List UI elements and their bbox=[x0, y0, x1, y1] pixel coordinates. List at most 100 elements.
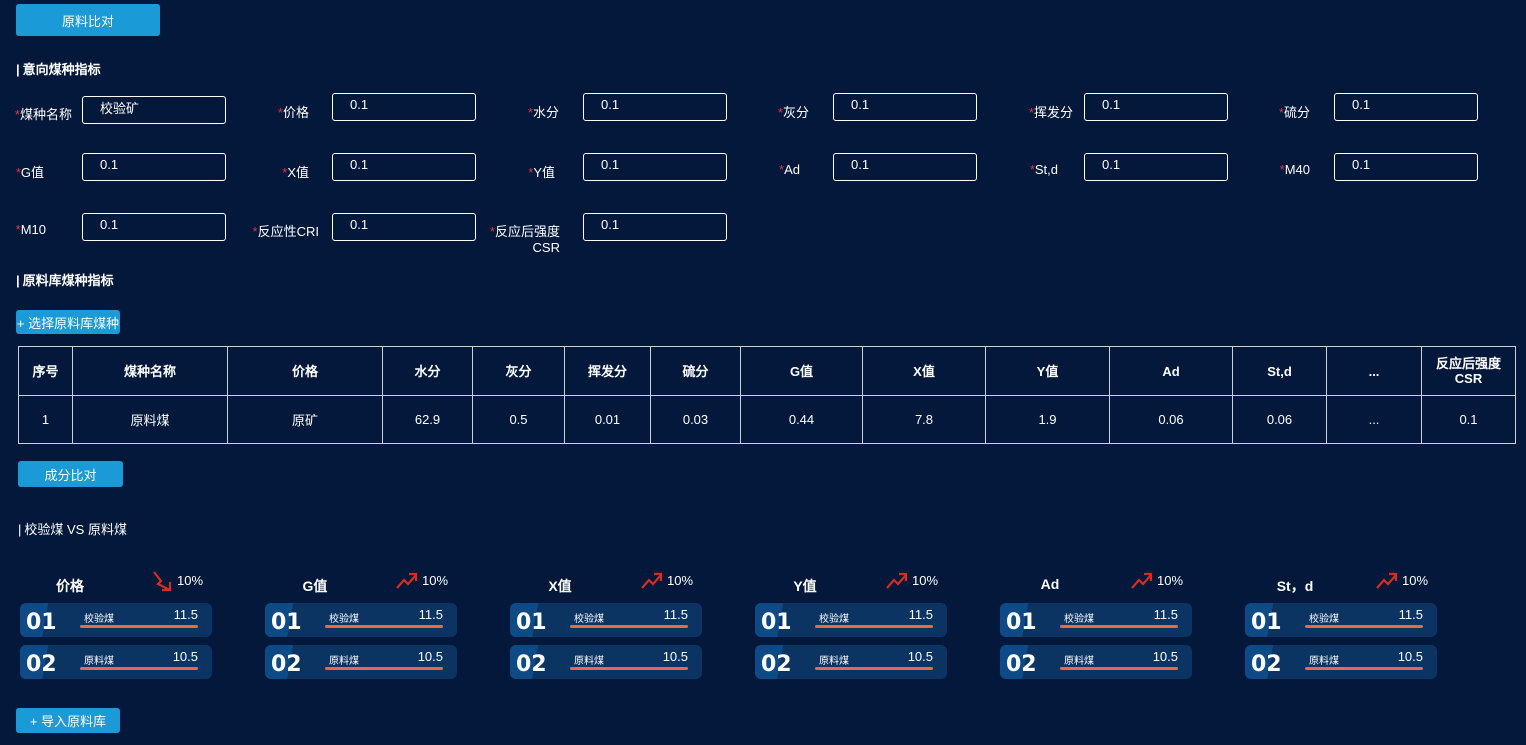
col-header: Ad bbox=[1109, 346, 1233, 396]
trend-up-icon bbox=[396, 572, 418, 589]
rank-number: 01 bbox=[271, 610, 302, 635]
table-cell: 1 bbox=[18, 395, 73, 444]
change-percent: 10% bbox=[912, 573, 939, 588]
rank-number: 02 bbox=[1251, 652, 1282, 677]
coal-name-input[interactable] bbox=[82, 96, 226, 124]
value-bar-fill bbox=[570, 667, 688, 670]
rank-number: 02 bbox=[26, 652, 57, 677]
col-header: X值 bbox=[862, 346, 986, 396]
coal-label: 原料煤 bbox=[1064, 656, 1094, 667]
col-header: 价格 bbox=[227, 346, 383, 396]
coal-label: 原料煤 bbox=[84, 656, 114, 667]
col-header: ... bbox=[1326, 346, 1422, 396]
coal-label: 原料煤 bbox=[1309, 656, 1339, 667]
m40-input[interactable] bbox=[1334, 153, 1478, 181]
y-value-input[interactable] bbox=[583, 153, 727, 181]
col-header: Y值 bbox=[985, 346, 1110, 396]
price-input[interactable] bbox=[332, 93, 476, 121]
col-header: 水分 bbox=[382, 346, 473, 396]
value-bar bbox=[325, 625, 443, 628]
trend-up-icon bbox=[1376, 572, 1398, 589]
value-bar-fill bbox=[325, 667, 443, 670]
value-bar-fill bbox=[1060, 667, 1178, 670]
coal-label: 校验煤 bbox=[819, 614, 849, 625]
coal-value: 10.5 bbox=[907, 649, 933, 664]
comparison-title: X值 bbox=[548, 578, 572, 594]
field-label-price: *价格 bbox=[277, 105, 309, 120]
compare-raw-button[interactable]: 原料比对 bbox=[16, 4, 160, 36]
table-cell: 0.06 bbox=[1232, 395, 1327, 444]
coal-label: 校验煤 bbox=[329, 614, 359, 625]
m10-input[interactable] bbox=[82, 213, 226, 241]
moisture-input[interactable] bbox=[583, 93, 727, 121]
value-bar bbox=[1305, 667, 1423, 670]
table-cell: ... bbox=[1326, 395, 1422, 444]
table-cell: 0.01 bbox=[564, 395, 651, 444]
section-title-versus: 校验煤 VS 原料煤 bbox=[18, 519, 127, 538]
coal-label: 原料煤 bbox=[329, 656, 359, 667]
field-label-cri: *反应性CRI bbox=[252, 224, 319, 239]
coal-value: 10.5 bbox=[1152, 649, 1178, 664]
value-bar-fill bbox=[1305, 667, 1423, 670]
change-percent: 10% bbox=[667, 573, 694, 588]
value-bar-fill bbox=[570, 625, 688, 628]
import-library-button[interactable]: + 导入原料库 bbox=[16, 708, 120, 733]
value-bar-fill bbox=[1305, 625, 1423, 628]
volatile-input[interactable] bbox=[1084, 93, 1228, 121]
table-cell: 7.8 bbox=[862, 395, 986, 444]
g-value-input[interactable] bbox=[82, 153, 226, 181]
value-bar bbox=[325, 667, 443, 670]
x-value-input[interactable] bbox=[332, 153, 476, 181]
coal-label: 原料煤 bbox=[574, 656, 604, 667]
comparison-row: 02 原料煤 10.5 bbox=[1000, 645, 1192, 679]
section-title-intent: 意向煤种指标 bbox=[16, 59, 101, 78]
field-label-coal-name: *煤种名称 bbox=[14, 107, 72, 122]
table-row[interactable]: 1 原料煤 原矿 62.9 0.5 0.01 0.03 0.44 7.8 1.9… bbox=[18, 395, 1516, 444]
rank-tab bbox=[1245, 645, 1279, 679]
trend-up-icon bbox=[1131, 572, 1153, 589]
change-percent: 10% bbox=[1157, 573, 1184, 588]
ad-input[interactable] bbox=[833, 153, 977, 181]
col-header: 挥发分 bbox=[564, 346, 651, 396]
rank-tab bbox=[265, 603, 299, 637]
table-cell: 原矿 bbox=[227, 395, 383, 444]
value-bar-fill bbox=[325, 625, 443, 628]
cri-input[interactable] bbox=[332, 213, 476, 241]
compare-composition-button[interactable]: 成分比对 bbox=[18, 461, 123, 487]
st-d-input[interactable] bbox=[1084, 153, 1228, 181]
table-cell: 1.9 bbox=[985, 395, 1110, 444]
coal-value: 11.5 bbox=[173, 607, 198, 622]
comparison-title: Y值 bbox=[793, 578, 817, 594]
rank-number: 02 bbox=[271, 652, 302, 677]
rank-number: 01 bbox=[516, 610, 547, 635]
col-header: G值 bbox=[740, 346, 863, 396]
ash-input[interactable] bbox=[833, 93, 977, 121]
value-bar-fill bbox=[815, 667, 933, 670]
rank-number: 02 bbox=[516, 652, 547, 677]
rank-tab bbox=[755, 645, 789, 679]
col-header: 硫分 bbox=[650, 346, 741, 396]
value-bar-fill bbox=[815, 625, 933, 628]
sulfur-input[interactable] bbox=[1334, 93, 1478, 121]
field-label-moisture: *水分 bbox=[527, 105, 559, 120]
coal-value: 11.5 bbox=[1398, 607, 1423, 622]
rank-number: 02 bbox=[1006, 652, 1037, 677]
coal-value: 11.5 bbox=[1153, 607, 1178, 622]
rank-tab bbox=[1000, 645, 1034, 679]
csr-input[interactable] bbox=[583, 213, 727, 241]
select-library-coal-button[interactable]: + 选择原料库煤种 bbox=[16, 310, 120, 334]
field-label-m10: *M10 bbox=[15, 222, 46, 237]
table-cell: 0.06 bbox=[1109, 395, 1233, 444]
change-percent: 10% bbox=[1402, 573, 1429, 588]
table-cell: 0.03 bbox=[650, 395, 741, 444]
coal-value: 11.5 bbox=[663, 607, 688, 622]
